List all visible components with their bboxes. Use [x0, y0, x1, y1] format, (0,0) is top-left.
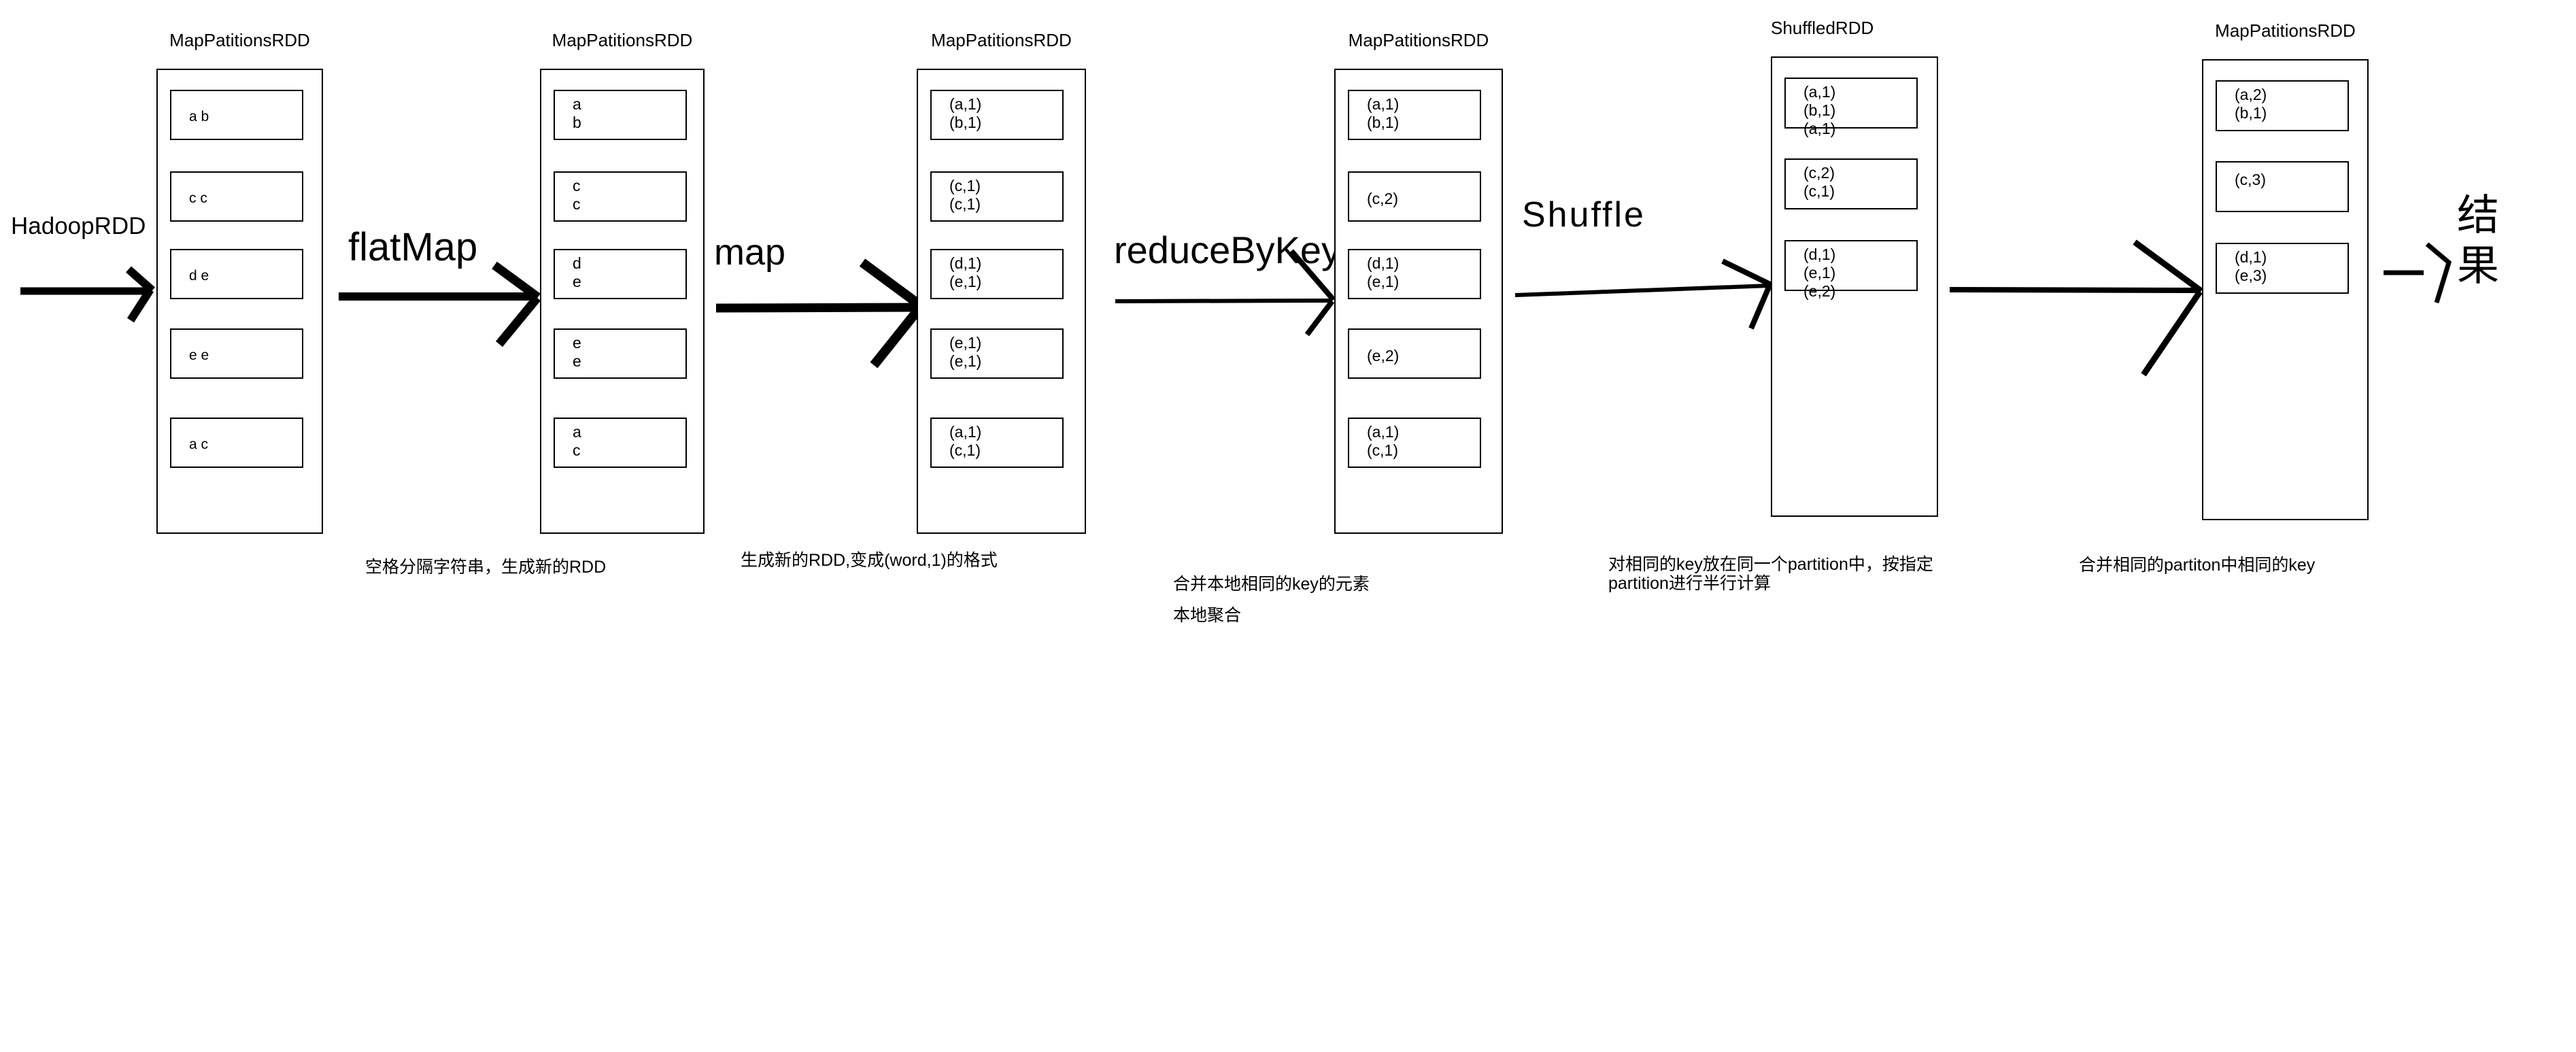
result-arrow — [2384, 242, 2452, 304]
rdd-frame — [1334, 69, 1503, 534]
rdd-frame — [540, 69, 705, 534]
partition-box: (a,1) (c,1) — [930, 418, 1064, 468]
flatmap-label: flatMap — [348, 225, 478, 269]
column-title: MapPatitionsRDD — [1348, 30, 1489, 50]
rdd-column-6: MapPatitionsRDD (a,2) (b,1) (c,3) (d,1) … — [2202, 20, 2369, 520]
shuffle-label: Shuffle — [1522, 195, 1646, 235]
partition-box: (c,2) (c,1) — [1784, 158, 1918, 209]
hadoop-rdd-label: HadoopRDD — [11, 213, 146, 239]
partition-box: c c — [170, 171, 303, 222]
partition-box: d e — [554, 249, 687, 299]
partition-box: c c — [554, 171, 687, 222]
partition-box: (a,1) (b,1) — [930, 90, 1064, 140]
rdd-frame — [2202, 59, 2369, 520]
partition-box: a c — [554, 418, 687, 468]
rdd-column-3: MapPatitionsRDD (a,1) (b,1) (c,1) (c,1) … — [917, 30, 1086, 534]
partition-box: (a,1) (b,1) — [1348, 90, 1481, 140]
partition-box: (c,2) — [1348, 171, 1481, 222]
caption-merge: 合并相同的partiton中相同的key — [2079, 556, 2316, 575]
merge-arrow — [1949, 239, 2203, 377]
partition-box: (d,1) (e,1) — [930, 249, 1064, 299]
rdd-column-2: MapPatitionsRDD a b c c d e e e a c — [540, 30, 705, 534]
rdd-frame — [1771, 56, 1938, 517]
reducebykey-label: reduceByKey — [1114, 228, 1341, 271]
rdd-column-4: MapPatitionsRDD (a,1) (b,1) (c,2) (d,1) … — [1334, 30, 1503, 534]
caption-flatmap: 空格分隔字符串，生成新的RDD — [365, 558, 607, 577]
rdd-column-5: ShuffledRDD (a,1) (b,1) (a,1) (c,2) (c,1… — [1771, 18, 1938, 517]
map-arrow — [715, 258, 926, 369]
partition-box: (e,2) — [1348, 328, 1481, 379]
partition-box: a c — [170, 418, 303, 468]
caption-shuffle: 对相同的key放在同一个partition中，按指定 partition进行半行… — [1608, 555, 1933, 593]
map-label: map — [714, 232, 786, 273]
partition-box: d e — [170, 249, 303, 299]
rdd-frame — [156, 69, 323, 534]
column-title: MapPatitionsRDD — [169, 30, 310, 50]
caption-reducebykey: 合并本地相同的key的元素 本地聚合 — [1173, 575, 1370, 625]
column-title: MapPatitionsRDD — [931, 30, 1072, 50]
hadoop-arrow — [20, 266, 155, 323]
partition-box: (d,1) (e,3) — [2216, 243, 2349, 294]
caption-map: 生成新的RDD,变成(word,1)的格式 — [741, 551, 998, 570]
partition-box: (a,1) (c,1) — [1348, 418, 1481, 468]
partition-box: (d,1) (e,1) — [1348, 249, 1481, 299]
partition-box: e e — [554, 328, 687, 379]
partition-box: e e — [170, 328, 303, 379]
partition-box: (d,1) (e,1) (e,2) — [1784, 240, 1918, 300]
result-label: 结果 — [2450, 192, 2497, 293]
rdd-frame — [917, 69, 1086, 534]
partition-box: (c,3) — [2216, 161, 2349, 212]
column-title: ShuffledRDD — [1771, 18, 1874, 38]
partition-box: (c,1) (c,1) — [930, 171, 1064, 222]
partition-box: (a,1) (b,1) (a,1) — [1784, 78, 1918, 137]
shuffle-arrow — [1514, 258, 1773, 330]
partition-box: (a,2) (b,1) — [2216, 80, 2349, 131]
column-title: MapPatitionsRDD — [2215, 20, 2356, 41]
rdd-column-1: MapPatitionsRDD a b c c d e e e a c — [156, 30, 323, 534]
partition-box: a b — [554, 90, 687, 140]
partition-box: a b — [170, 90, 303, 140]
flatmap-arrow — [339, 261, 541, 347]
partition-box: (e,1) (e,1) — [930, 328, 1064, 379]
column-title: MapPatitionsRDD — [552, 30, 693, 50]
